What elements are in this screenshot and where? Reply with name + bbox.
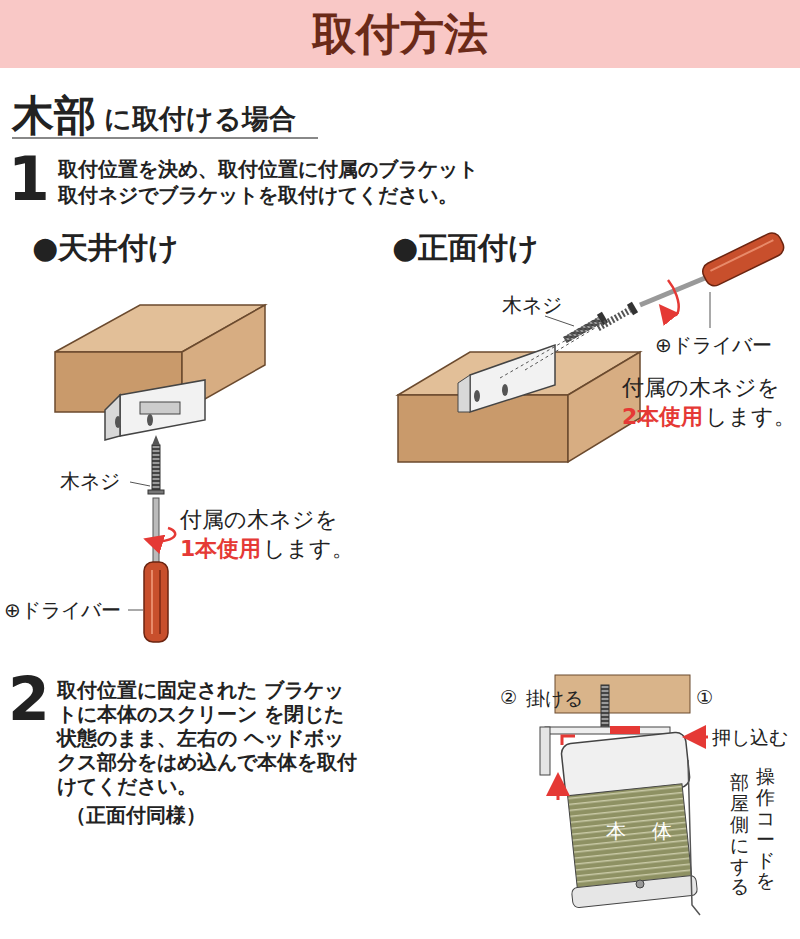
cord-note: 部屋側にする [730, 772, 749, 897]
note-text: します。 [705, 402, 796, 432]
page-title: 取付方法 [0, 6, 800, 62]
action-label: 押し込む [712, 725, 788, 751]
part-label: 木ネジ [60, 468, 120, 495]
callout-number: ② [500, 686, 517, 708]
heading-sub: に取付ける場合 [104, 101, 296, 137]
callout-number: ① [696, 686, 713, 708]
title-band [0, 0, 800, 68]
ceiling-mount-figure [55, 305, 265, 642]
action-label: 掛ける [526, 686, 583, 712]
step-number: 1 [8, 148, 50, 210]
section-heading: ●正面付け [392, 228, 539, 269]
note-emphasis: 1本使用 [180, 534, 261, 564]
cord-note: 操作コードを [756, 766, 775, 891]
note-emphasis: 2本使用 [622, 402, 703, 432]
step-note: （正面付同様） [66, 802, 206, 829]
heading-main: 木部 [12, 88, 96, 144]
part-label: ⊕ドライバー [4, 597, 121, 624]
note-text: 付属の木ネジを [622, 373, 780, 403]
step-text: 取付位置に固定された ブラケットに本体のスクリーン を閉じた状態のまま、左右の … [57, 678, 357, 798]
step-text: 取付位置を決め、取付位置に付属のブラケット 取付ネジでブラケットを取付けてくださ… [58, 156, 504, 208]
section-heading: ●天井付け [32, 228, 179, 269]
step-number: 2 [8, 668, 50, 730]
part-label: 木ネジ [502, 292, 562, 319]
part-label: ⊕ドライバー [655, 332, 772, 359]
body-label: 本体 [606, 818, 698, 845]
note-text: 付属の木ネジを [180, 505, 338, 535]
hanging-figure [540, 675, 708, 915]
note-text: します。 [263, 534, 354, 564]
